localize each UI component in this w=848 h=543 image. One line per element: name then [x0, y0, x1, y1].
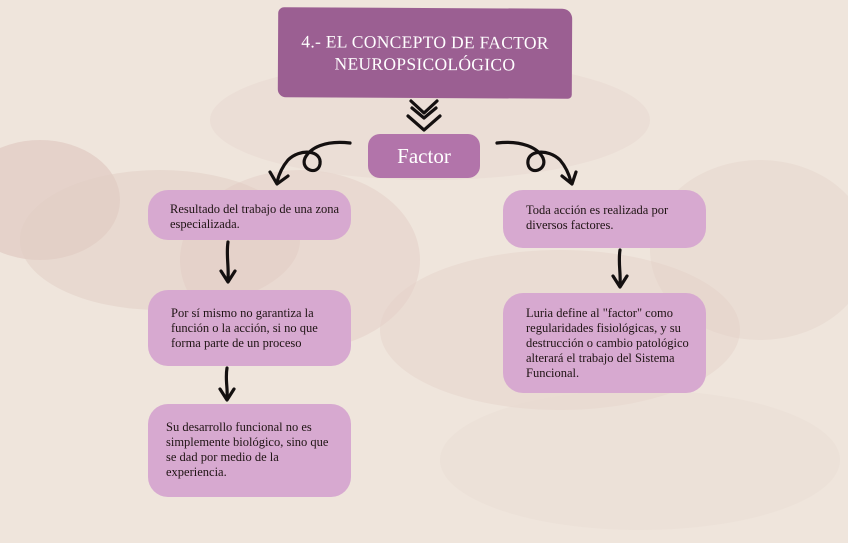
curly-arrow-right [495, 140, 578, 186]
left-node-1: Resultado del trabajo de una zona especi… [148, 190, 351, 240]
central-node-factor: Factor [368, 134, 480, 178]
left-node-2: Por sí mismo no garantiza la función o l… [148, 290, 351, 366]
arrow-down-left-1 [219, 240, 237, 284]
left-node-3: Su desarrollo funcional no es simplement… [148, 404, 351, 497]
right-node-1: Toda acción es realizada por diversos fa… [503, 190, 706, 248]
arrow-down-left-2 [218, 366, 236, 402]
curly-arrow-left [268, 140, 352, 186]
arrow-down-right-1 [611, 248, 629, 289]
double-chevron-icon [406, 99, 442, 132]
right-node-2: Luria define al "factor" como regularida… [503, 293, 706, 393]
